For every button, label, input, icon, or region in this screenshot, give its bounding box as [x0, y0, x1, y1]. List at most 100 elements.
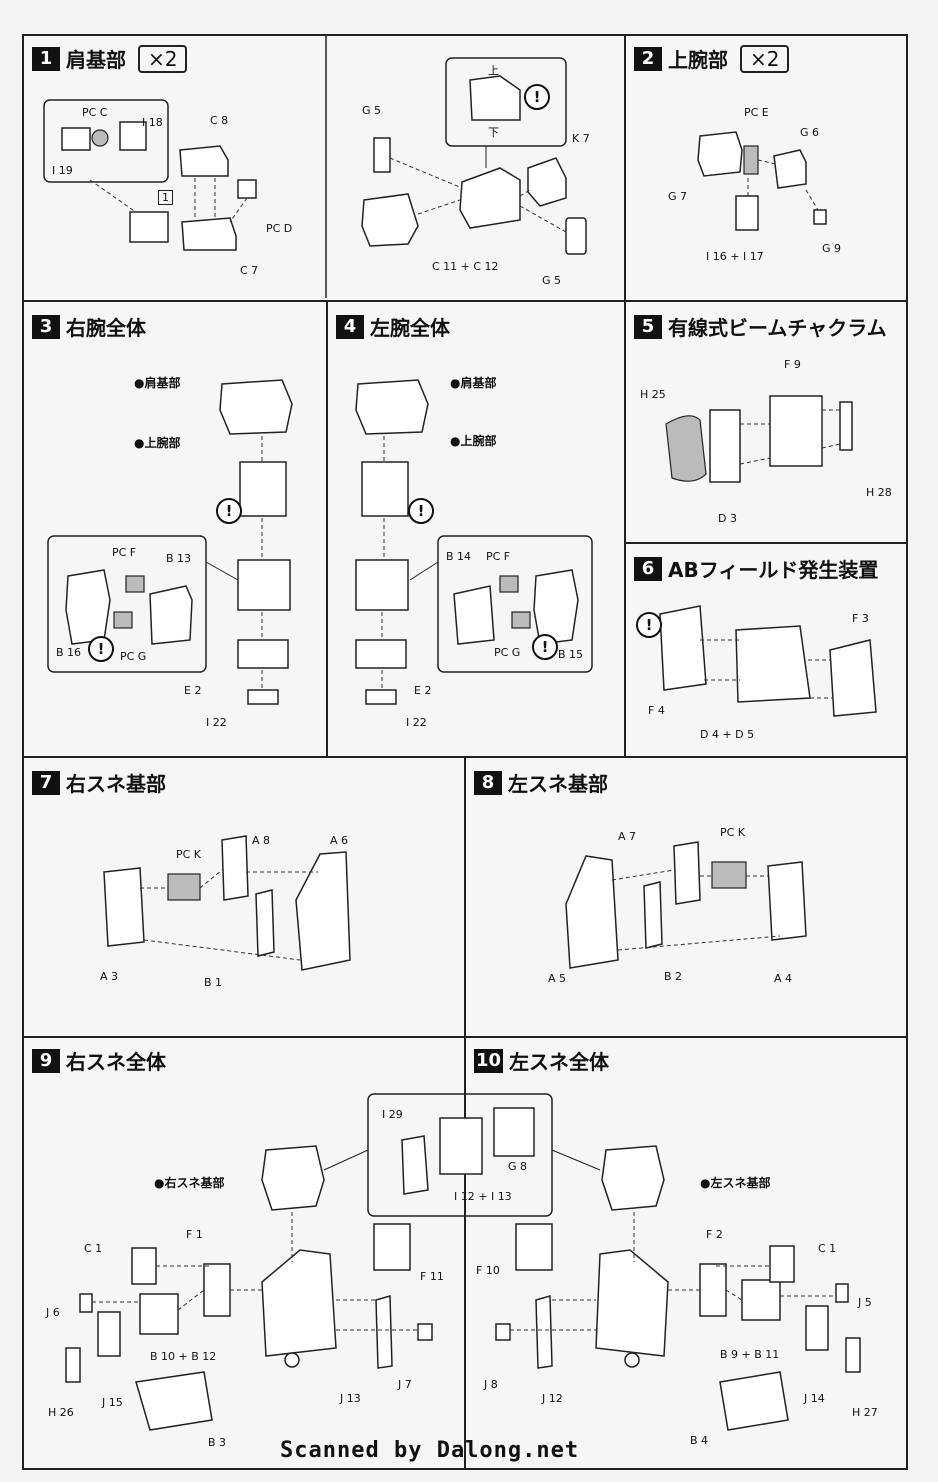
part-label: H 26: [48, 1406, 74, 1419]
step-title: 左腕全体: [370, 316, 450, 340]
step3-header: 3 右腕全体: [32, 312, 146, 341]
step9-header: 9 右スネ全体: [32, 1046, 166, 1075]
part-label: B 10 + B 12: [150, 1350, 217, 1363]
detail-inset: [47, 535, 207, 673]
part-label: PC C: [82, 106, 108, 119]
warning-icon: !: [524, 84, 550, 110]
part-label: C 11 + C 12: [432, 260, 499, 273]
step-title: 右スネ基部: [66, 772, 166, 796]
part-label: F 1: [186, 1228, 203, 1241]
part-pck: [167, 873, 201, 901]
part-label: G 9: [822, 242, 842, 255]
step-number: 6: [634, 556, 662, 581]
part-label: E 2: [184, 684, 202, 697]
part-label: C 8: [210, 114, 229, 127]
part-i16-i17: [735, 195, 759, 231]
part-b4: [719, 1371, 789, 1431]
part-label: PC F: [112, 546, 137, 559]
part-h27: [845, 1337, 861, 1373]
part-label: B 9 + B 11: [720, 1348, 780, 1361]
part-a7: [673, 841, 701, 905]
part-polycap: [61, 127, 91, 151]
part-label: G 6: [800, 126, 820, 139]
part-label: J 12: [542, 1392, 563, 1405]
part-shoulder-assembly: [355, 379, 429, 435]
step4-panel: [326, 300, 626, 758]
part-label: B 15: [558, 648, 584, 661]
part-label: B 13: [166, 552, 192, 565]
part-b10-b12: [139, 1293, 179, 1335]
step-title: 上腕部: [668, 48, 728, 72]
part-f1: [203, 1263, 231, 1317]
part-j13: [375, 1295, 393, 1369]
part-pcg: [113, 611, 133, 629]
step-number: 2: [634, 46, 662, 71]
part-label: PC K: [720, 826, 746, 839]
part-label: PC K: [176, 848, 202, 861]
part-a5: [565, 855, 619, 969]
callout-label: ●肩基部: [450, 376, 497, 390]
part-label: A 7: [618, 830, 637, 843]
part-label: F 9: [784, 358, 801, 371]
part-label: C 1: [818, 1242, 837, 1255]
step-title: 左スネ基部: [508, 772, 608, 796]
part-label: PC D: [266, 222, 293, 235]
part-label: E 2: [414, 684, 432, 697]
part-h28: [839, 401, 853, 451]
part-label: J 15: [102, 1396, 123, 1409]
step-title: 肩基部: [66, 48, 126, 72]
warning-icon: !: [216, 498, 242, 524]
part-socket: [119, 121, 147, 151]
part-d3: [709, 409, 741, 483]
warning-icon: !: [532, 634, 558, 660]
part-i22: [247, 689, 279, 705]
callout-label: ●右スネ基部: [154, 1176, 225, 1190]
detail-inset: [367, 1093, 553, 1217]
part-knee: [601, 1145, 665, 1211]
part-label: 1: [158, 190, 173, 205]
detail-inset: [445, 57, 567, 147]
step6-header: 6 ABフィールド発生装置: [634, 554, 878, 583]
part-label: B 14: [446, 550, 472, 563]
part-b3: [135, 1371, 213, 1431]
part-j6: [79, 1293, 93, 1313]
part-pcd: [237, 179, 257, 199]
part-c1: [769, 1245, 795, 1283]
step5-header: 5 有線式ビームチャクラム: [634, 312, 887, 341]
part-j7: [417, 1323, 433, 1341]
part-pcf: [499, 575, 519, 593]
quantity-badge: ×2: [138, 44, 188, 73]
part-label: A 8: [252, 834, 271, 847]
part-b15: [533, 569, 579, 645]
step4-header: 4 左腕全体: [336, 312, 450, 341]
part-f3: [829, 639, 877, 717]
part-c7: [181, 217, 237, 251]
part-label: D 3: [718, 512, 737, 525]
part-h26: [65, 1347, 81, 1383]
part-f2: [699, 1263, 727, 1317]
part-g5-top: [373, 137, 391, 173]
part-label: A 6: [330, 834, 349, 847]
part-i12-i13: [439, 1117, 483, 1175]
part-label: J 8: [484, 1378, 498, 1391]
part-label: F 11: [420, 1270, 444, 1283]
part-f9: [769, 395, 823, 467]
part-label: A 4: [774, 972, 793, 985]
step-number: 9: [32, 1048, 60, 1073]
part-knee: [261, 1145, 325, 1211]
part-label: I 22: [206, 716, 227, 729]
step7-header: 7 右スネ基部: [32, 768, 166, 797]
part-j5: [835, 1283, 849, 1303]
step10-header: 10 左スネ全体: [474, 1046, 609, 1075]
part-forearm: [355, 559, 409, 611]
callout-label: ●上腕部: [450, 434, 497, 448]
detail-inset: [437, 535, 593, 673]
part-label: I 16 + I 17: [706, 250, 764, 263]
part-f4: [659, 605, 707, 691]
part-label: B 16: [56, 646, 82, 659]
step8-header: 8 左スネ基部: [474, 768, 608, 797]
part-label: B 2: [664, 970, 683, 983]
part-label: B 4: [690, 1434, 709, 1447]
part-label: 上: [488, 64, 499, 77]
